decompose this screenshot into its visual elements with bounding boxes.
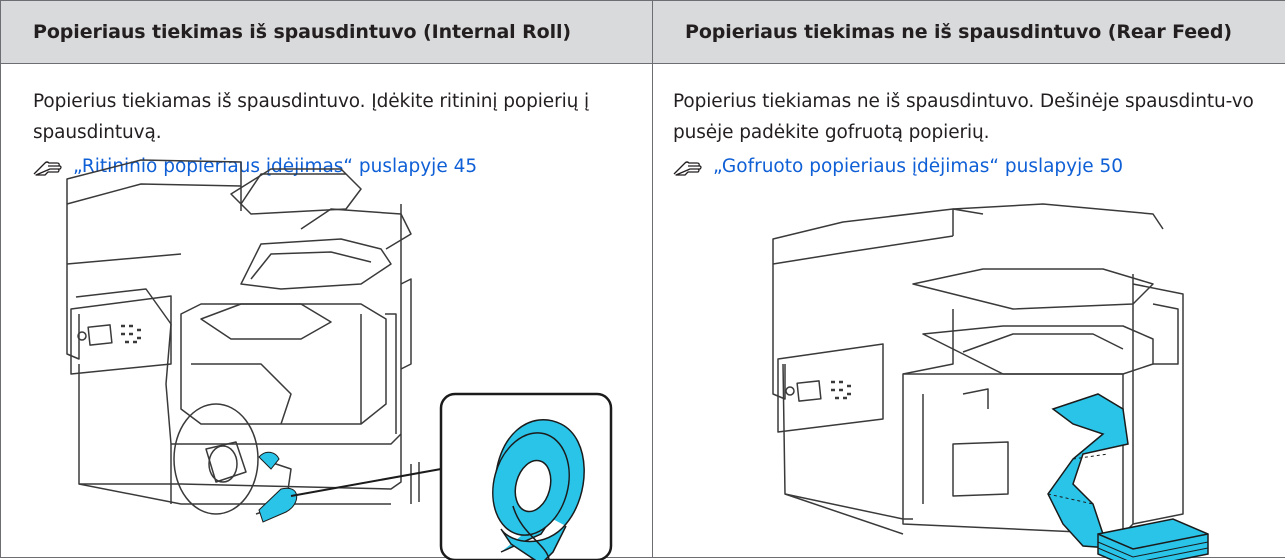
- printer-with-internal-roll-illustration: [1, 64, 653, 560]
- cell-rear-feed: Popierius tiekiamas ne iš spausdintuvo. …: [653, 64, 1285, 558]
- header-internal-roll: Popieriaus tiekimas iš spausdintuvo (Int…: [1, 1, 653, 64]
- header-rear-feed: Popieriaus tiekimas ne iš spausdintuvo (…: [653, 1, 1285, 64]
- printer-with-fanfold-paper-illustration: [653, 64, 1285, 560]
- cell-internal-roll: Popierius tiekiamas iš spausdintuvo. Įdė…: [1, 64, 653, 558]
